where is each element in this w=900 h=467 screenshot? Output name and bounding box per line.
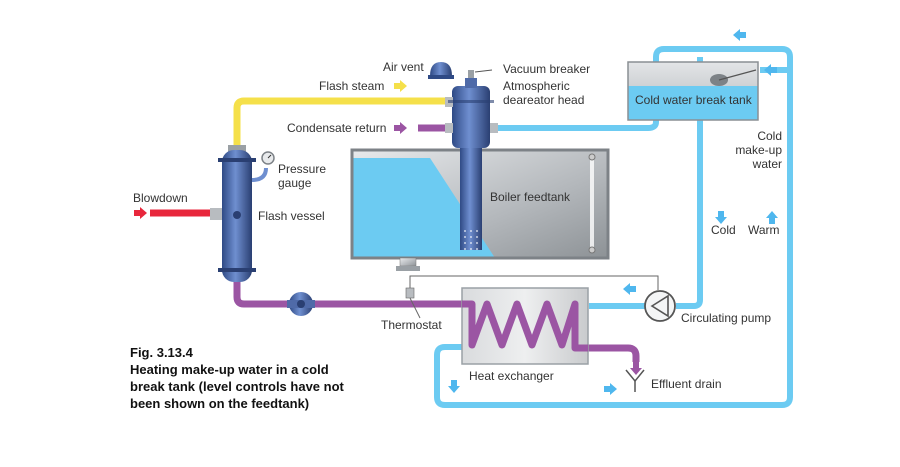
bottom-left-arrow <box>448 380 460 393</box>
condensate-return-label: Condensate return <box>287 121 386 135</box>
thermostat-label: Thermostat <box>381 318 442 332</box>
figure-number: Fig. 3.13.4 <box>130 345 194 360</box>
pressure-gauge-icon <box>261 151 275 165</box>
strainer-valve <box>287 292 315 316</box>
caption-line-2: break tank (level controls have not <box>130 379 345 394</box>
thermostat-sensor <box>405 287 421 319</box>
flash-steam-label: Flash steam <box>319 79 384 93</box>
heat-exchanger <box>461 287 589 365</box>
atmospheric-deaerator-label-1: Atmospheric <box>503 79 570 93</box>
cold-supply-pipe <box>676 57 703 309</box>
flash-vessel-label: Flash vessel <box>258 209 325 223</box>
warm-label: Warm <box>748 223 780 237</box>
circulating-pump-label: Circulating pump <box>681 311 771 325</box>
blowdown-arrow <box>134 207 147 219</box>
pressure-gauge-label-2: gauge <box>278 176 312 190</box>
pump-flow-arrow <box>623 283 636 295</box>
pressure-gauge-label-1: Pressure <box>278 162 326 176</box>
air-vent-label: Air vent <box>383 60 424 74</box>
flash-vessel <box>210 145 268 282</box>
blue-loop-pipe <box>434 46 793 408</box>
heat-exchanger-label: Heat exchanger <box>469 369 554 383</box>
drain-arrow <box>630 362 642 375</box>
flash-steam-pipe <box>233 97 445 150</box>
cold-makeup-label-1: Cold <box>757 129 782 143</box>
blue-flow-arrows <box>448 29 778 395</box>
atmospheric-deaerator-label-2: deareator head <box>503 93 584 107</box>
caption-line-3: been shown on the feedtank) <box>130 396 309 411</box>
boiler-feedtank-label: Boiler feedtank <box>490 190 571 204</box>
breaktank-to-feedtank-pipe <box>490 115 659 131</box>
condensate-arrow <box>394 122 407 134</box>
cold-down-arrow <box>715 211 727 224</box>
blowdown-label: Blowdown <box>133 191 188 205</box>
thermostat-control-line <box>409 275 659 293</box>
effluent-drain-label: Effluent drain <box>651 377 722 391</box>
cold-water-break-tank-label: Cold water break tank <box>635 93 753 107</box>
hx-to-drain-pipe <box>580 344 640 362</box>
air-vent <box>428 62 454 79</box>
flash-vessel-drain-pipe <box>233 280 462 308</box>
flash-steam-arrow <box>394 80 407 92</box>
makeup-flow-arrow <box>764 64 777 76</box>
vacuum-breaker-label: Vacuum breaker <box>503 62 590 76</box>
cold-makeup-label-2: make-up <box>735 143 782 157</box>
cold-water-break-tank <box>627 61 759 121</box>
effluent-drain-icon <box>625 369 645 392</box>
top-flow-arrow <box>733 29 746 41</box>
bottom-right-arrow <box>604 383 617 395</box>
cold-label: Cold <box>711 223 736 237</box>
circulating-pump-icon <box>644 290 676 322</box>
deaerator-head <box>445 69 498 250</box>
warm-up-arrow <box>766 211 778 224</box>
cold-makeup-label-3: water <box>752 157 782 171</box>
caption-line-1: Heating make-up water in a cold <box>130 362 329 377</box>
